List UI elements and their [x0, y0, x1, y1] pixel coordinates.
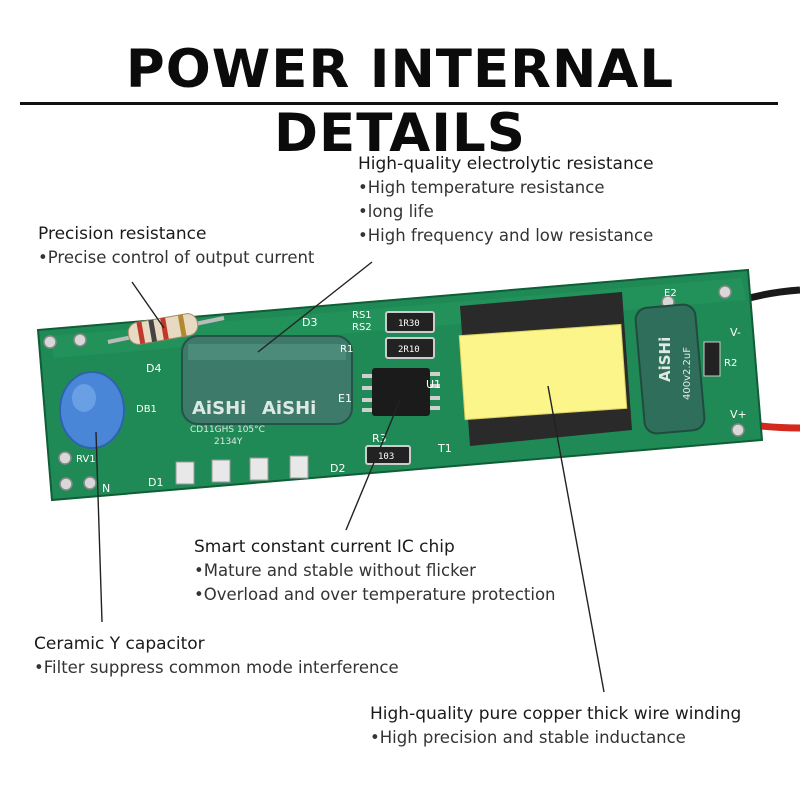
callout-ic-chip: Smart constant current IC chip •Mature a… — [194, 535, 556, 607]
label-r2: R2 — [724, 358, 737, 369]
callout-precision-heading: Precision resistance — [38, 224, 207, 244]
label-e1: E1 — [338, 392, 352, 405]
leader-precision — [131, 281, 165, 329]
label-n: N — [102, 482, 110, 495]
res-code-3: 103 — [378, 452, 394, 462]
label-v-plus: V+ — [730, 408, 747, 421]
callout-electrolytic-bullet: •High frequency and low resistance — [358, 226, 654, 245]
ceramic-y-capacitor — [59, 371, 125, 449]
callout-ic-chip-heading: Smart constant current IC chip — [194, 537, 455, 557]
page-title: POWER INTERNAL DETAILS — [125, 39, 675, 164]
callout-electrolytic-heading: High-quality electrolytic resistance — [358, 154, 654, 174]
label-v-minus: V- — [730, 326, 741, 339]
small-cap-value: 400v2.2uF — [682, 347, 693, 400]
callout-ic-chip-bullet: •Overload and over temperature protectio… — [194, 585, 556, 604]
label-d1: D1 — [148, 476, 163, 489]
res-code-2: 2R10 — [398, 345, 420, 355]
smd-resistor-rs1 — [385, 311, 435, 333]
smd-resistor-r3 — [365, 445, 411, 465]
smd-resistor-rs2 — [385, 337, 435, 359]
callout-copper: High-quality pure copper thick wire wind… — [370, 702, 741, 750]
callout-precision: Precision resistance •Precise control of… — [38, 222, 314, 270]
diode-row — [175, 455, 309, 485]
callout-ceramic-bullet: •Filter suppress common mode interferenc… — [34, 658, 399, 677]
leader-copper — [547, 385, 605, 693]
mounting-pads — [43, 285, 745, 491]
label-rv1: RV1 — [76, 454, 96, 465]
label-d3: D3 — [302, 316, 317, 329]
cap-brand-text: AiSHi — [192, 398, 246, 419]
res-code-1: 1R30 — [398, 319, 420, 329]
label-d2: D2 — [330, 462, 345, 475]
cap-code-text: 2134Y — [214, 437, 243, 447]
small-electrolytic-capacitor — [634, 303, 706, 435]
ic-chip — [372, 368, 430, 416]
callout-precision-bullet: •Precise control of output current — [38, 248, 315, 267]
callout-ceramic-heading: Ceramic Y capacitor — [34, 634, 205, 654]
callout-electrolytic-bullet: •High temperature resistance — [358, 178, 605, 197]
label-t1: T1 — [437, 442, 452, 455]
label-u1: U1 — [426, 378, 441, 391]
callout-electrolytic: High-quality electrolytic resistance •Hi… — [358, 152, 654, 248]
label-r1: R1 — [340, 344, 353, 355]
callout-ic-chip-bullet: •Mature and stable without flicker — [194, 561, 476, 580]
label-db1: DB1 — [136, 404, 157, 415]
cap-rating-text: CD11GHS 105°C — [190, 425, 265, 435]
label-rs2: RS2 — [352, 322, 372, 333]
callout-copper-bullet: •High precision and stable inductance — [370, 728, 686, 747]
title-underline — [20, 102, 778, 105]
transformer-winding-tape — [458, 323, 628, 421]
resistor-r2 — [703, 341, 721, 377]
leader-ceramic — [95, 431, 103, 623]
label-d4: D4 — [146, 362, 161, 375]
label-e2: E2 — [664, 288, 677, 299]
leader-lines — [95, 261, 605, 693]
callout-ceramic: Ceramic Y capacitor •Filter suppress com… — [34, 632, 399, 680]
cap-brand-text-2: AiSHi — [262, 398, 316, 419]
label-rs1: RS1 — [352, 310, 372, 321]
small-cap-brand: AiSHi — [656, 337, 674, 382]
leader-ic-chip — [345, 399, 401, 531]
callout-copper-heading: High-quality pure copper thick wire wind… — [370, 704, 742, 724]
leader-electrolytic — [257, 261, 373, 353]
callout-electrolytic-bullet: •long life — [358, 202, 434, 221]
